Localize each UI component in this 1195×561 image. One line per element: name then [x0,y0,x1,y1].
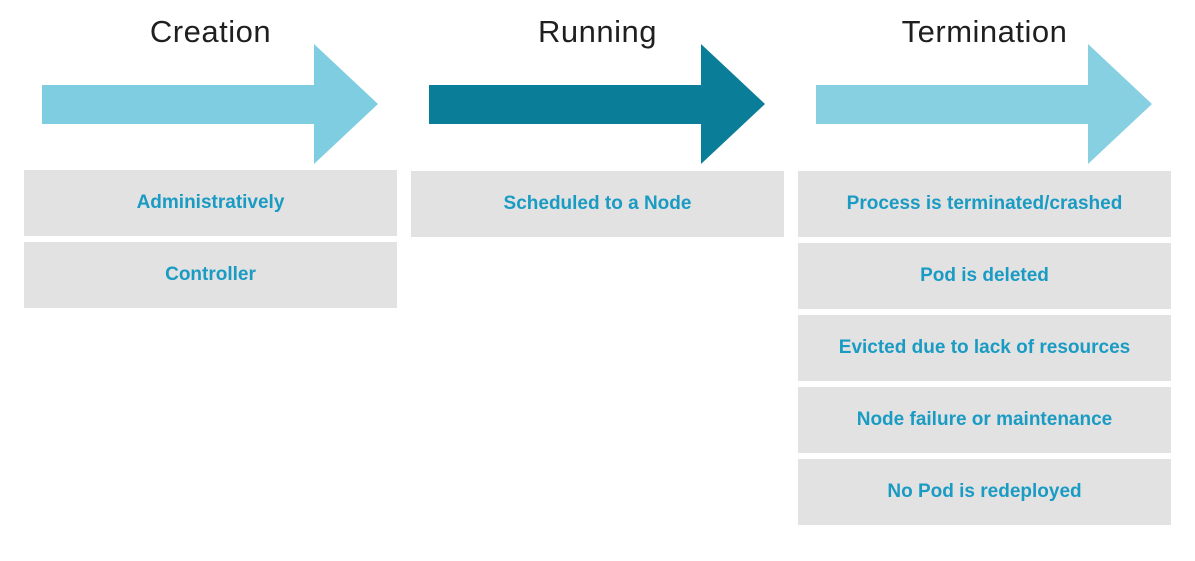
stage-arrow-running [429,44,765,164]
stage-title-creation: Creation [149,14,272,49]
step-list-termination: Process is terminated/crashed Pod is del… [798,171,1171,531]
stage-arrow-creation [42,44,378,164]
step-box: Controller [24,242,397,308]
step-list-creation: Administratively Controller [24,170,397,314]
step-label: Administratively [136,192,285,213]
step-label: Evicted due to lack of resources [838,337,1131,358]
step-label: Controller [165,264,256,285]
step-box: Node failure or maintenance [798,387,1171,453]
step-box: Administratively [24,170,397,236]
stage-title-termination: Termination [901,14,1068,49]
step-label: Scheduled to a Node [503,193,692,214]
stage-title-running: Running [538,14,657,49]
stage-arrow-termination [816,44,1152,164]
step-label: No Pod is redeployed [887,481,1082,502]
arrow-right-icon [42,44,378,164]
arrow-right-icon [429,44,765,164]
step-box: Pod is deleted [798,243,1171,309]
step-box: Evicted due to lack of resources [798,315,1171,381]
step-box: No Pod is redeployed [798,459,1171,525]
step-label: Node failure or maintenance [856,409,1113,430]
step-box: Process is terminated/crashed [798,171,1171,237]
step-label: Pod is deleted [920,265,1049,286]
step-label: Process is terminated/crashed [846,193,1123,214]
arrow-right-icon [816,44,1152,164]
step-list-running: Scheduled to a Node [411,171,784,243]
step-box: Scheduled to a Node [411,171,784,237]
